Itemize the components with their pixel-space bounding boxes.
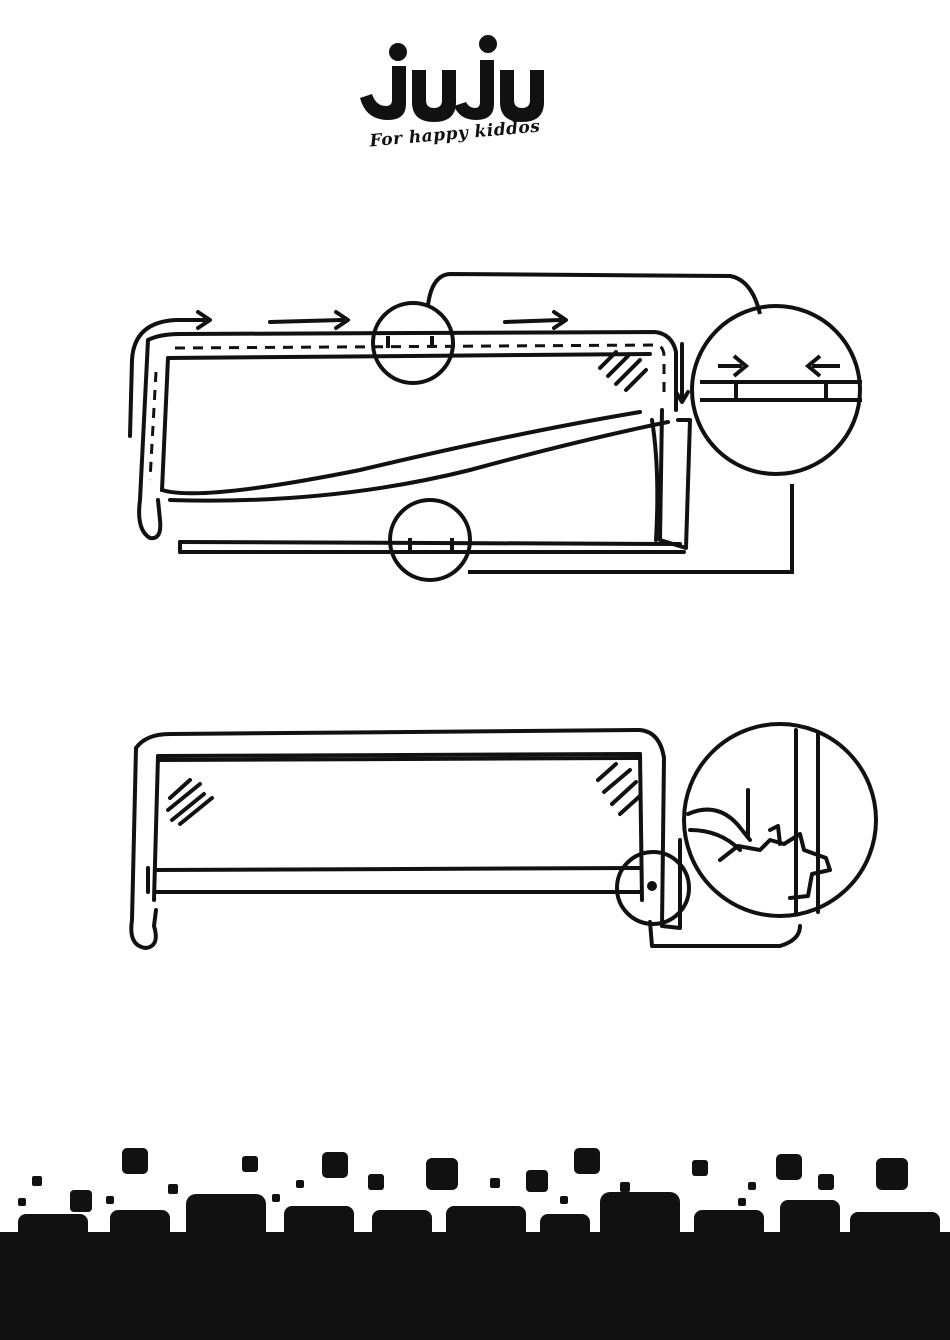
decorative-footer-band [0, 1140, 950, 1340]
figure-step-1 [0, 0, 950, 640]
figure-step-2 [0, 700, 950, 980]
